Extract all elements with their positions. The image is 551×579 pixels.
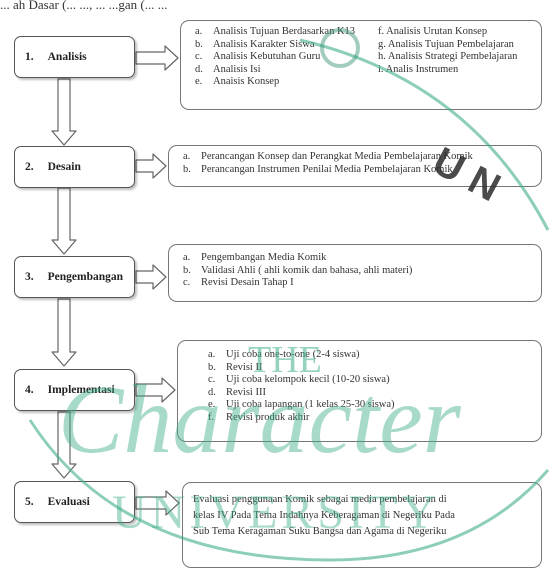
arrow-down-3 — [51, 298, 77, 367]
list-item: f. Analisis Urutan Konsep — [378, 26, 488, 37]
step-label: Evaluasi — [47, 496, 90, 508]
pengembangan-detail-box: a.Pengembangan Media Komik b.Validasi Ah… — [168, 244, 542, 302]
list-item: d.Analisis Isi — [195, 63, 261, 75]
step-label: Pengembangan — [47, 271, 124, 283]
step-number: 3. — [25, 271, 34, 283]
pengembangan-list: a.Pengembangan Media Komik b.Validasi Ah… — [183, 252, 412, 290]
list-item: c.Uji coba kelompok kecil (10-20 siswa) — [208, 374, 390, 385]
evaluasi-line: Sub Tema Keragaman Suku Bangsa dan Agama… — [193, 526, 447, 537]
step-pengembangan: 3. Pengembangan — [14, 256, 135, 298]
list-item: e.Uji coba lapangan (1 kelas 25-30 siswa… — [208, 399, 395, 410]
list-item: c.Revisi Desain Tahap I — [183, 277, 294, 288]
step-analisis: 1. Analisis — [14, 36, 135, 78]
step-number: 2. — [25, 161, 34, 173]
list-item: b.Revisi II — [208, 361, 263, 373]
evaluasi-line: kelas IV Pada Tema Indahnya Keberagaman … — [193, 510, 455, 521]
step-label: Desain — [47, 161, 81, 173]
step-implementasi: 4. Implementasi — [14, 369, 135, 411]
list-item: b.Analisis Karakter Siswa — [195, 38, 315, 50]
step-desain: 2. Desain — [14, 146, 135, 188]
implementasi-detail-box: a.Uji coba one-to-one (2-4 siswa) b.Revi… — [177, 340, 542, 442]
analisis-list-left: a.Analisis Tujuan Berdasarkan K13 b.Anal… — [195, 26, 355, 89]
list-item: a.Analisis Tujuan Berdasarkan K13 — [195, 26, 356, 37]
list-item: a.Pengembangan Media Komik — [183, 252, 327, 263]
list-item: e.Anaisis Konsep — [195, 76, 280, 87]
arrow-implementasi-right — [135, 377, 176, 403]
list-item: d.Revisi III — [208, 386, 266, 398]
desain-list: a.Perancangan Konsep dan Perangkat Media… — [183, 151, 473, 176]
analisis-list-right: f. Analisis Urutan Konsep g. Analisis Tu… — [378, 26, 517, 76]
arrow-down-2 — [51, 187, 77, 255]
arrow-pengembangan-right — [135, 264, 167, 290]
step-evaluasi: 5. Evaluasi — [14, 481, 135, 523]
evaluasi-text: Evaluasi penggunaan Komik sebagai media … — [193, 492, 455, 540]
list-item: g. Analisis Tujuan Pembelajaran — [378, 38, 514, 50]
analisis-detail-box: a.Analisis Tujuan Berdasarkan K13 b.Anal… — [180, 20, 542, 110]
desain-detail-box: a.Perancangan Konsep dan Perangkat Media… — [168, 145, 542, 187]
evaluasi-line: Evaluasi penggunaan Komik sebagai media … — [193, 494, 447, 505]
evaluasi-detail-box: Evaluasi penggunaan Komik sebagai media … — [182, 482, 542, 568]
step-label: Implementasi — [47, 384, 115, 396]
list-item: b.Validasi Ahli ( ahli komik dan bahasa,… — [183, 264, 413, 276]
arrow-desain-right — [135, 153, 167, 179]
arrow-analisis-right — [135, 45, 179, 71]
step-number: 1. — [25, 51, 34, 63]
list-item: i. Analis Instrumen — [378, 63, 459, 75]
cropped-caption-fragment: ... ah Dasar (... ..., ... ...gan (... .… — [0, 0, 168, 12]
arrow-down-1 — [51, 78, 77, 146]
list-item: b.Perancangan Instrumen Penilai Media Pe… — [183, 163, 453, 175]
step-number: 4. — [25, 384, 34, 396]
list-item: a.Uji coba one-to-one (2-4 siswa) — [208, 349, 360, 360]
arrow-down-4 — [51, 411, 77, 479]
list-item: a.Perancangan Konsep dan Perangkat Media… — [183, 151, 473, 162]
list-item: h. Analisis Strategi Pembelajaran — [378, 51, 518, 62]
arrow-evaluasi-right — [135, 490, 180, 516]
list-item: f.Revisi produk akhir — [208, 411, 310, 423]
step-label: Analisis — [47, 51, 87, 63]
implementasi-list: a.Uji coba one-to-one (2-4 siswa) b.Revi… — [208, 349, 395, 424]
step-number: 5. — [25, 496, 34, 508]
list-item: c.Analisis Kebutuhan Guru — [195, 51, 321, 62]
